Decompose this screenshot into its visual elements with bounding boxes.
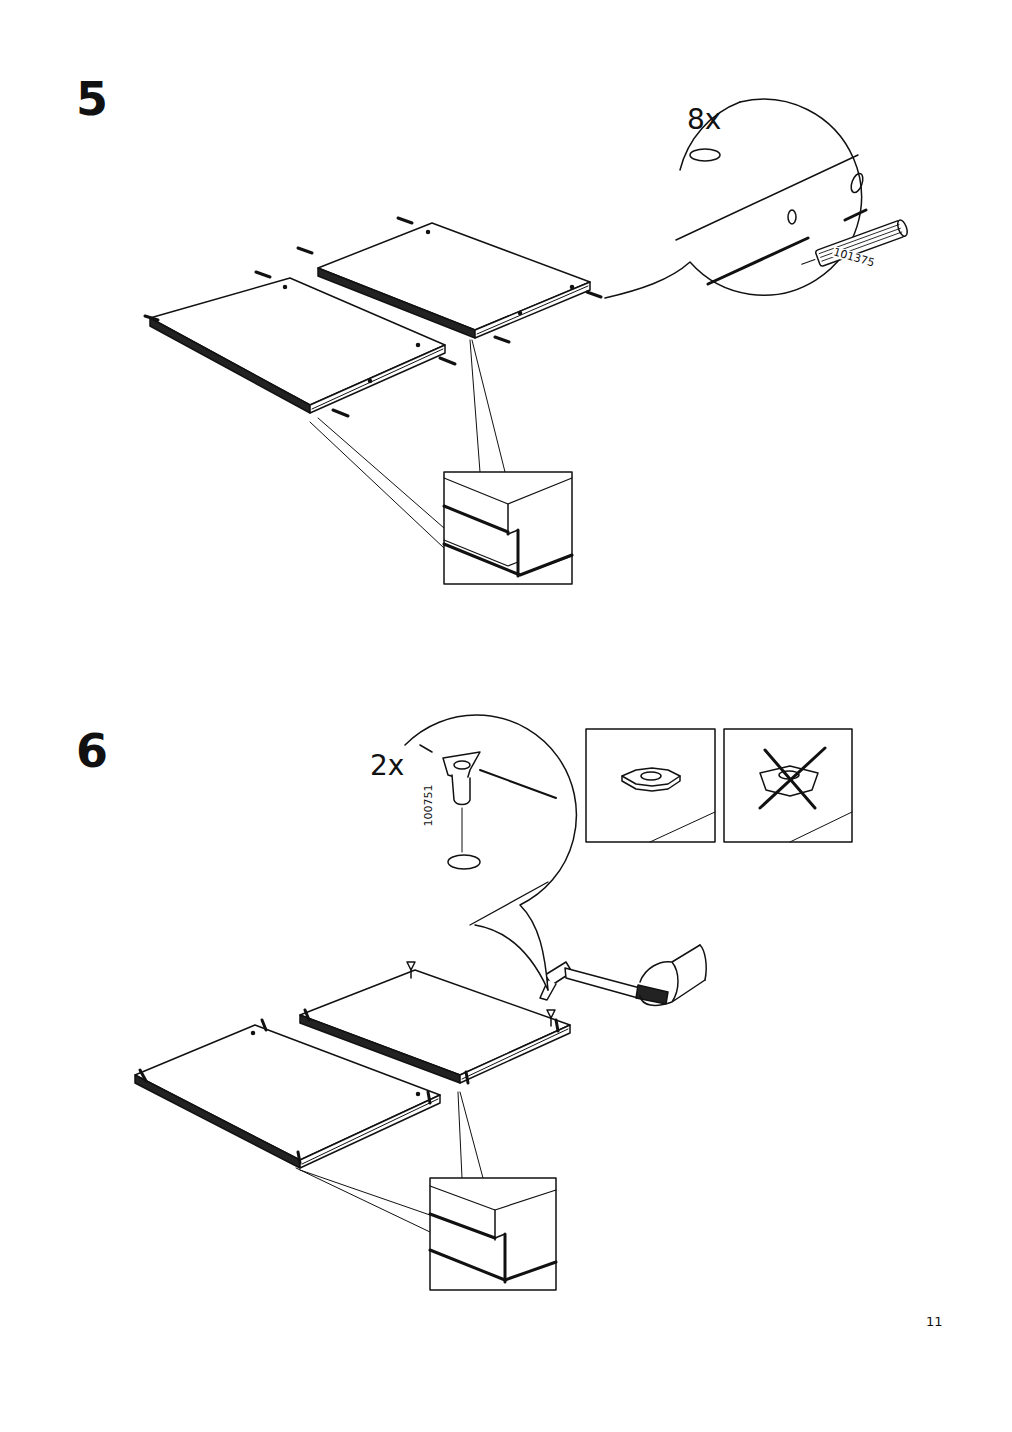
dowel [298,218,601,342]
detail-callout [405,715,576,990]
edge-detail-inset [310,340,572,584]
part-number: 100751 [423,784,434,828]
detail-callout [605,99,909,298]
step-number: 6 [76,728,108,774]
step-number: 5 [76,76,108,122]
quantity: 8x [687,106,721,134]
t-nut [407,962,555,1026]
edge-detail-inset [296,1092,556,1290]
dowel [305,1010,558,1083]
shelf-panel [300,970,570,1083]
incorrect-example [724,729,852,842]
page-number: 11 [926,1315,943,1328]
quantity: 2x [370,752,404,780]
shelf-panel [318,223,590,338]
correct-example [586,729,715,842]
hammer [540,945,706,1005]
